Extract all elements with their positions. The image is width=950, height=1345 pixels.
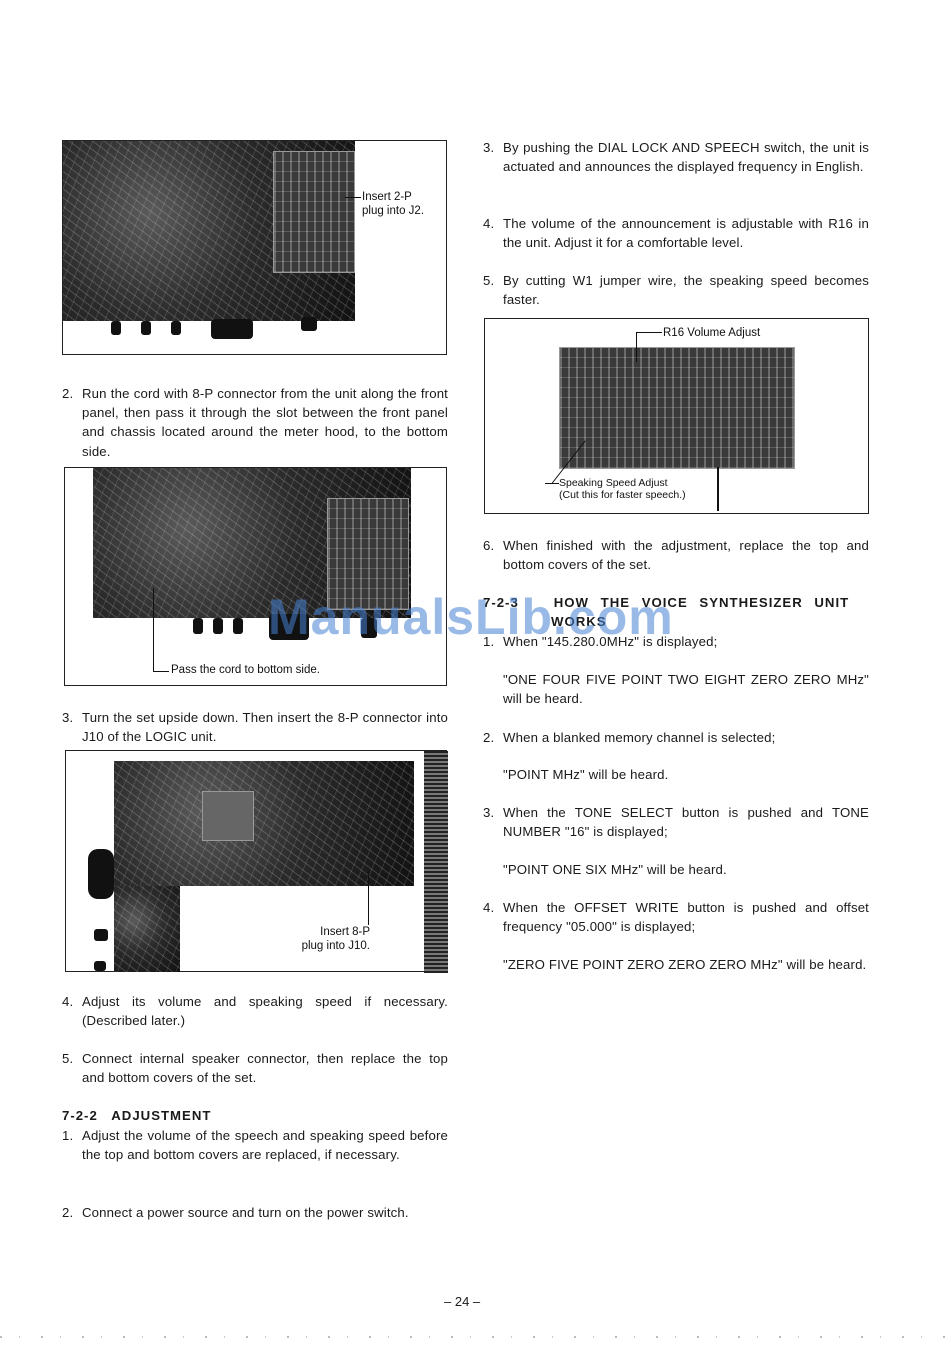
step-number: 3. bbox=[483, 140, 495, 155]
step-number: 1. bbox=[483, 634, 495, 649]
step-number: 2. bbox=[62, 1205, 74, 1220]
knob bbox=[141, 321, 151, 335]
photo-caption-top: R16 Volume Adjust bbox=[663, 327, 761, 339]
adjustment-step-3: 3. By pushing the DIAL LOCK AND SPEECH s… bbox=[483, 138, 869, 176]
board-image bbox=[202, 791, 254, 841]
pcb-image bbox=[559, 347, 795, 469]
adjustment-step-5: 5. By cutting W1 jumper wire, the speaki… bbox=[483, 271, 869, 309]
knob bbox=[94, 961, 106, 971]
step-number: 2. bbox=[62, 386, 74, 401]
board-image bbox=[273, 151, 355, 273]
step-2: 2. Run the cord with 8-P connector from … bbox=[62, 384, 448, 461]
step-text: Turn the set upside down. Then insert th… bbox=[82, 710, 448, 745]
step-text: Connect internal speaker connector, then… bbox=[82, 1051, 448, 1086]
knob bbox=[94, 929, 108, 941]
step-text: Connect a power source and turn on the p… bbox=[82, 1205, 409, 1220]
knob bbox=[211, 319, 253, 339]
knob bbox=[301, 317, 317, 331]
step-number: 2. bbox=[483, 730, 495, 745]
step-number: 4. bbox=[483, 216, 495, 231]
step-number: 4. bbox=[62, 994, 74, 1009]
step-text: When finished with the adjustment, repla… bbox=[503, 538, 869, 573]
photo-caption: Insert 8-P plug into J10. bbox=[301, 926, 370, 952]
step-number: 4. bbox=[483, 900, 495, 915]
step-number: 5. bbox=[62, 1051, 74, 1066]
knob bbox=[171, 321, 181, 335]
adjustment-step-4: 4. The volume of the announcement is adj… bbox=[483, 214, 869, 252]
board-image bbox=[327, 498, 409, 610]
works-step-1: 1. When "145.280.0MHz" is displayed; bbox=[483, 632, 869, 651]
knob bbox=[213, 618, 223, 634]
adjustment-step-2: 2. Connect a power source and turn on th… bbox=[62, 1203, 448, 1222]
works-step-3: 3. When the TONE SELECT button is pushed… bbox=[483, 803, 869, 841]
step-text: Adjust its volume and speaking speed if … bbox=[82, 994, 448, 1029]
step-text: When "145.280.0MHz" is displayed; bbox=[503, 634, 718, 649]
page-number: – 24 – bbox=[444, 1294, 481, 1309]
knob bbox=[111, 321, 121, 335]
frame-photo bbox=[114, 886, 180, 972]
step-text: By cutting W1 jumper wire, the speaking … bbox=[503, 273, 869, 308]
photo-voice-board: R16 Volume Adjust Speaking Speed Adjust … bbox=[484, 318, 869, 514]
step-number: 5. bbox=[483, 273, 495, 288]
step-text: When the OFFSET WRITE button is pushed a… bbox=[503, 900, 869, 935]
knob bbox=[269, 614, 309, 640]
step-text: When the TONE SELECT button is pushed an… bbox=[503, 805, 869, 840]
leader-line bbox=[368, 871, 369, 925]
step-text: When a blanked memory channel is selecte… bbox=[503, 730, 776, 745]
works-heard-4: "ZERO FIVE POINT ZERO ZERO ZERO MHz" wil… bbox=[503, 957, 867, 972]
step-number: 3. bbox=[483, 805, 495, 820]
step-text: Adjust the volume of the speech and spea… bbox=[82, 1128, 448, 1163]
leader-line bbox=[636, 332, 662, 333]
photo-caption: Pass the cord to bottom side. bbox=[171, 664, 320, 676]
knob bbox=[361, 618, 377, 638]
leader-line bbox=[345, 197, 361, 198]
chassis-photo bbox=[114, 761, 414, 886]
heatsink-photo bbox=[424, 751, 448, 973]
scan-noise bbox=[0, 1336, 950, 1338]
leader-line bbox=[153, 588, 154, 672]
knob bbox=[233, 618, 243, 634]
works-step-4: 4. When the OFFSET WRITE button is pushe… bbox=[483, 898, 869, 936]
works-heard-2: "POINT MHz" will be heard. bbox=[503, 767, 669, 782]
step-text: By pushing the DIAL LOCK AND SPEECH swit… bbox=[503, 140, 869, 175]
photo-caption: Insert 2-P plug into J2. bbox=[362, 191, 425, 217]
leader-line bbox=[636, 332, 637, 362]
leader-line bbox=[153, 671, 169, 672]
adjustment-step-1: 1. Adjust the volume of the speech and s… bbox=[62, 1126, 448, 1164]
step-text: Run the cord with 8-P connector from the… bbox=[82, 386, 448, 459]
wire-line bbox=[717, 467, 719, 511]
photo-pass-cord: Pass the cord to bottom side. bbox=[64, 467, 447, 686]
photo-insert-2p-plug: Insert 2-P plug into J2. bbox=[62, 140, 447, 355]
knob bbox=[88, 849, 114, 899]
works-heard-1: "ONE FOUR FIVE POINT TWO EIGHT ZERO ZERO… bbox=[503, 672, 869, 707]
adjustment-step-6: 6. When finished with the adjustment, re… bbox=[483, 536, 869, 574]
step-number: 1. bbox=[62, 1128, 74, 1143]
step-4: 4. Adjust its volume and speaking speed … bbox=[62, 992, 448, 1030]
step-5: 5. Connect internal speaker connector, t… bbox=[62, 1049, 448, 1087]
step-number: 3. bbox=[62, 710, 74, 725]
section-heading-how-it-works: 7-2-3 HOW THE VOICE SYNTHESIZER UNIT WOR… bbox=[483, 595, 850, 630]
step-text: The volume of the announcement is adjust… bbox=[503, 216, 869, 251]
watermark: ManualsLib.com bbox=[268, 589, 674, 645]
works-heard-3: "POINT ONE SIX MHz" will be heard. bbox=[503, 862, 727, 877]
photo-insert-8p-plug: Insert 8-P plug into J10. bbox=[65, 750, 448, 973]
knob bbox=[193, 618, 203, 634]
section-heading-adjustment: 7-2-2 ADJUSTMENT bbox=[62, 1108, 212, 1123]
photo-caption-bottom: Speaking Speed Adjust (Cut this for fast… bbox=[559, 477, 686, 501]
step-3: 3. Turn the set upside down. Then insert… bbox=[62, 708, 448, 746]
step-number: 6. bbox=[483, 538, 495, 553]
works-step-2: 2. When a blanked memory channel is sele… bbox=[483, 728, 869, 747]
